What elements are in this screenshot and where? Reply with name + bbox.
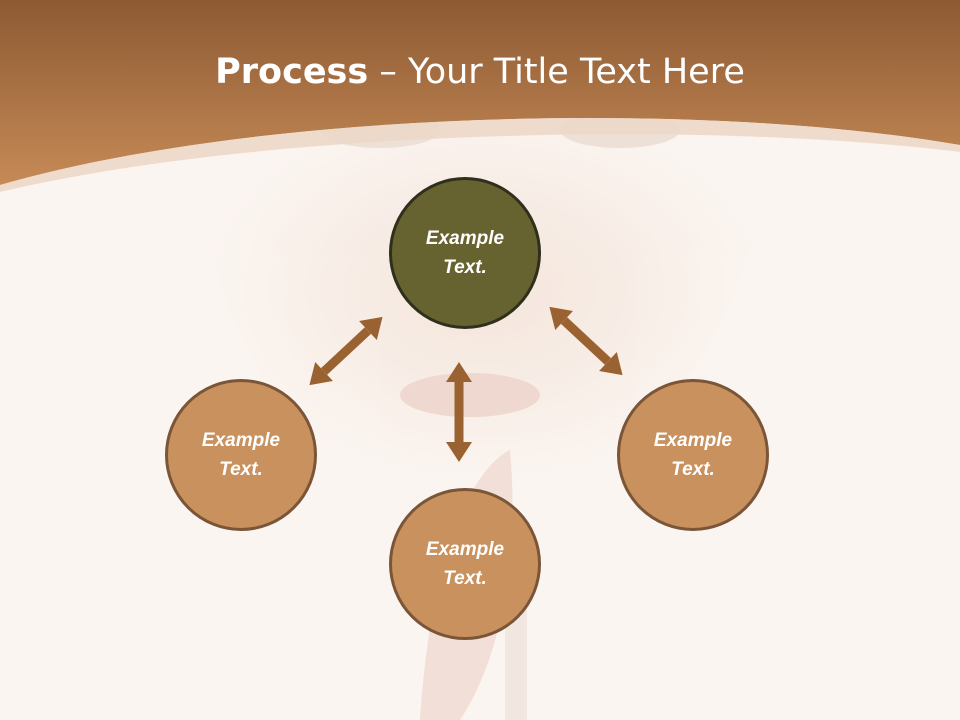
node-right: Example Text. — [617, 379, 769, 531]
double-arrow-vertical — [446, 362, 472, 462]
node-right-label: Example Text. — [653, 430, 733, 480]
title-rest: – Your Title Text Here — [368, 52, 745, 92]
double-arrow-right — [549, 306, 623, 376]
header-band — [0, 0, 960, 185]
title-bold: Process — [215, 52, 369, 92]
node-bottom: Example Text. — [389, 488, 541, 640]
node-top-label: Example Text. — [425, 228, 505, 278]
header-swoosh — [0, 118, 960, 192]
node-top: Example Text. — [389, 177, 541, 329]
double-arrow-left — [309, 316, 383, 386]
node-left-label: Example Text. — [201, 430, 281, 480]
node-left: Example Text. — [165, 379, 317, 531]
node-bottom-label: Example Text. — [425, 539, 505, 589]
slide-title: Process – Your Title Text Here — [0, 52, 960, 92]
